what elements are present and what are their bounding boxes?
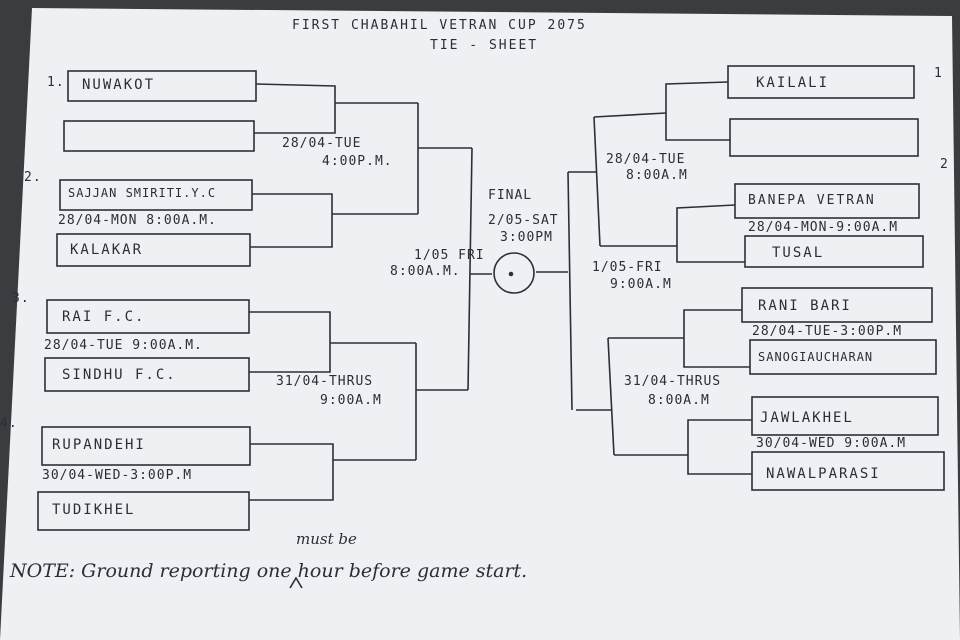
bracket-line bbox=[665, 81, 730, 141]
right-match-note: 28/04-MON-9:00A.M bbox=[748, 220, 899, 235]
right-team-box-6 bbox=[749, 339, 937, 375]
bracket-line bbox=[607, 337, 615, 456]
left-team-name: TUDIKHEL bbox=[52, 502, 136, 518]
right-qf2-time: 8:00A.M bbox=[648, 393, 710, 408]
right-team-box-5 bbox=[741, 287, 933, 323]
final-date: 2/05-SAT bbox=[488, 213, 559, 228]
left-match-note: 30/04-WED-3:00P.M bbox=[42, 468, 193, 483]
left-team-box-3 bbox=[59, 179, 253, 211]
right-team-box-2 bbox=[729, 118, 919, 157]
bracket-line bbox=[687, 419, 752, 475]
right-team-name: KAILALI bbox=[756, 75, 830, 91]
left-qf2-time: 9:00A.M bbox=[320, 393, 382, 408]
tie-sheet-title: FIRST CHABAHIL VETRAN CUP 2075 bbox=[292, 18, 587, 33]
right-team-box-4 bbox=[744, 235, 924, 268]
right-qf2-date: 31/04-THRUS bbox=[624, 374, 722, 389]
bracket-line bbox=[255, 83, 336, 103]
left-team-name: RAI F.C. bbox=[62, 309, 146, 325]
bracket-line bbox=[567, 171, 573, 411]
bracket-line bbox=[249, 311, 331, 373]
left-seed-4: 4. bbox=[0, 416, 18, 431]
right-team-box-3 bbox=[734, 183, 920, 219]
left-team-box-1 bbox=[67, 70, 257, 102]
right-qf1-time: 8:00A.M bbox=[626, 168, 688, 183]
note-insertion: must be bbox=[296, 530, 357, 548]
right-team-box-7 bbox=[751, 396, 939, 436]
left-qf2-date: 31/04-THRUS bbox=[276, 374, 374, 389]
right-match-note: 28/04-TUE-3:00P.M bbox=[752, 324, 903, 339]
left-team-box-4 bbox=[56, 233, 251, 267]
right-match-note: 30/04-WED 9:00A.M bbox=[756, 436, 907, 451]
left-team-name: RUPANDEHI bbox=[52, 437, 146, 453]
right-semi-date: 1/05-FRI bbox=[592, 260, 663, 275]
final-trophy-circle bbox=[493, 252, 535, 294]
left-team-box-6 bbox=[44, 357, 250, 392]
right-team-name: SANOGIAUCHARAN bbox=[758, 350, 874, 364]
right-qf1-date: 28/04-TUE bbox=[606, 152, 686, 167]
left-team-box-2 bbox=[63, 120, 255, 152]
left-team-box-7 bbox=[41, 426, 251, 466]
right-team-name: TUSAL bbox=[772, 245, 825, 261]
left-semi-date: 1/05 FRI bbox=[414, 248, 485, 263]
left-team-name: SINDHU F.C. bbox=[62, 367, 177, 383]
left-team-name: SAJJAN SMIRITI.Y.C bbox=[68, 186, 217, 200]
bracket-line bbox=[254, 103, 336, 134]
right-team-name: BANEPA VETRAN bbox=[748, 193, 876, 208]
left-seed-1: 1. bbox=[47, 75, 65, 90]
left-qf1-date: 28/04-TUE bbox=[282, 136, 362, 151]
left-match-note: 28/04-MON 8:00A.M. bbox=[58, 213, 217, 228]
bracket-line bbox=[467, 147, 473, 391]
right-team-name: NAWALPARASI bbox=[766, 466, 881, 482]
bracket-line bbox=[249, 443, 334, 501]
bracket-line bbox=[250, 193, 333, 248]
left-team-box-8 bbox=[37, 491, 250, 531]
right-team-name: RANI BARI bbox=[758, 298, 852, 314]
paper-sheet bbox=[0, 8, 960, 640]
bracket-line bbox=[593, 112, 667, 118]
right-team-name: JAWLAKHEL bbox=[760, 410, 854, 426]
left-team-name: NUWAKOT bbox=[82, 77, 156, 93]
left-seed-2: 2. bbox=[24, 170, 42, 185]
left-qf1-time: 4:00P.M. bbox=[322, 154, 393, 169]
right-seed-1: 1 bbox=[934, 66, 943, 81]
bracket-line bbox=[289, 576, 303, 589]
final-time: 3:00PM bbox=[500, 230, 553, 245]
left-team-box-5 bbox=[46, 299, 250, 334]
right-seed-2: 2 bbox=[940, 157, 949, 172]
bracket-line bbox=[676, 204, 745, 263]
bracket-line bbox=[593, 116, 601, 247]
final-label: FINAL bbox=[488, 188, 533, 203]
tie-sheet-subtitle: TIE - SHEET bbox=[430, 38, 539, 53]
left-seed-3: 3. bbox=[12, 291, 30, 306]
left-semi-time: 8:00A.M. bbox=[390, 264, 461, 279]
ground-reporting-note: NOTE: Ground reporting one hour before g… bbox=[10, 560, 528, 582]
right-semi-time: 9:00A.M bbox=[610, 277, 672, 292]
bracket-line bbox=[508, 271, 514, 277]
left-match-note: 28/04-TUE 9:00A.M. bbox=[44, 338, 203, 353]
right-team-box-8 bbox=[751, 451, 945, 491]
left-team-name: KALAKAR bbox=[70, 242, 144, 258]
